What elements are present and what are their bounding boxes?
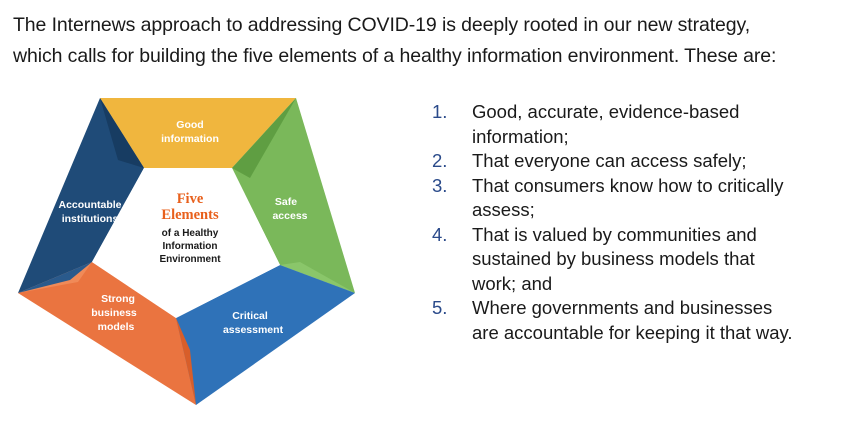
- list-text-1: Good, accurate, evidence-based informati…: [472, 101, 740, 147]
- label-good-1: Good: [176, 119, 203, 131]
- label-critical-2: assessment: [223, 324, 284, 336]
- label-safe-2: access: [272, 210, 307, 222]
- label-accountable-1: Accountable: [58, 199, 121, 211]
- list-item-3: 3. That consumers know how to critically…: [432, 174, 842, 223]
- list-item-1: 1. Good, accurate, evidence-based inform…: [432, 100, 842, 149]
- segment-safe-access: [232, 98, 355, 293]
- label-strong-2: business: [91, 307, 137, 319]
- five-elements-diagram: Good information Safe access Critical as…: [18, 98, 355, 405]
- label-critical-1: Critical: [232, 310, 268, 322]
- list-item-4: 4. That is valued by communities and sus…: [432, 223, 842, 297]
- intro-line-1: The Internews approach to addressing COV…: [13, 14, 751, 36]
- list-text-4: That is valued by communities and sustai…: [472, 223, 757, 294]
- list-text-3: That consumers know how to critically as…: [472, 174, 784, 221]
- center-sub-2: Information: [163, 241, 218, 252]
- diagram-center: [92, 168, 280, 318]
- list-number-4: 4.: [432, 223, 448, 245]
- list-text-2: That everyone can access safely;: [472, 150, 747, 171]
- list-item-5: 5. Where governments and businesses are …: [432, 296, 842, 345]
- center-sub-3: Environment: [159, 254, 221, 265]
- center-sub-1: of a Healthy: [162, 228, 219, 239]
- list-number-2: 2.: [432, 150, 448, 171]
- label-accountable-2: institutions: [62, 213, 119, 225]
- list-text-5: Where governments and businesses are acc…: [472, 297, 793, 343]
- list-number-3: 3.: [432, 174, 448, 196]
- list-number-1: 1.: [432, 101, 448, 122]
- center-title-five: Five: [177, 191, 204, 207]
- center-title-elements: Elements: [161, 207, 219, 223]
- list-number-5: 5.: [432, 297, 448, 318]
- label-strong-1: Strong: [101, 293, 135, 305]
- label-good-2: information: [161, 133, 219, 145]
- intro-line-2: which calls for building the five elemen…: [13, 45, 777, 67]
- label-safe-1: Safe: [275, 196, 297, 208]
- label-strong-3: models: [98, 321, 135, 333]
- intro-paragraph: The Internews approach to addressing COV…: [13, 10, 843, 72]
- list-item-2: 2. That everyone can access safely;: [432, 149, 842, 174]
- segment-accountable-institutions: [18, 98, 144, 293]
- elements-list: 1. Good, accurate, evidence-based inform…: [432, 100, 842, 345]
